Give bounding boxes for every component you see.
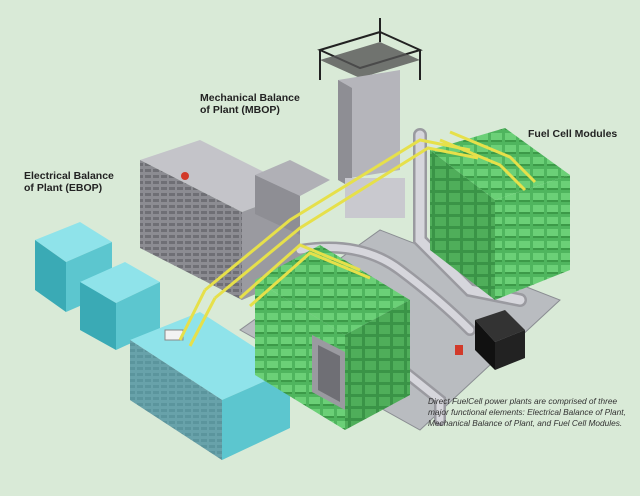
blower-unit (455, 310, 525, 370)
exhaust-tower (317, 18, 423, 218)
mbop-label: Mechanical Balance of Plant (MBOP) (200, 92, 300, 116)
fuel-cell-module-front (255, 245, 410, 430)
fuel-cell-modules-label: Fuel Cell Modules (528, 128, 618, 140)
cable-tray-network (178, 130, 537, 347)
diagram-caption: Direct FuelCell power plants are compris… (428, 396, 626, 428)
ebop-main-unit (130, 312, 290, 460)
ebop-cabinet-middle (80, 262, 160, 350)
ebop-label: Electrical Balance of Plant (EBOP) (24, 170, 114, 194)
